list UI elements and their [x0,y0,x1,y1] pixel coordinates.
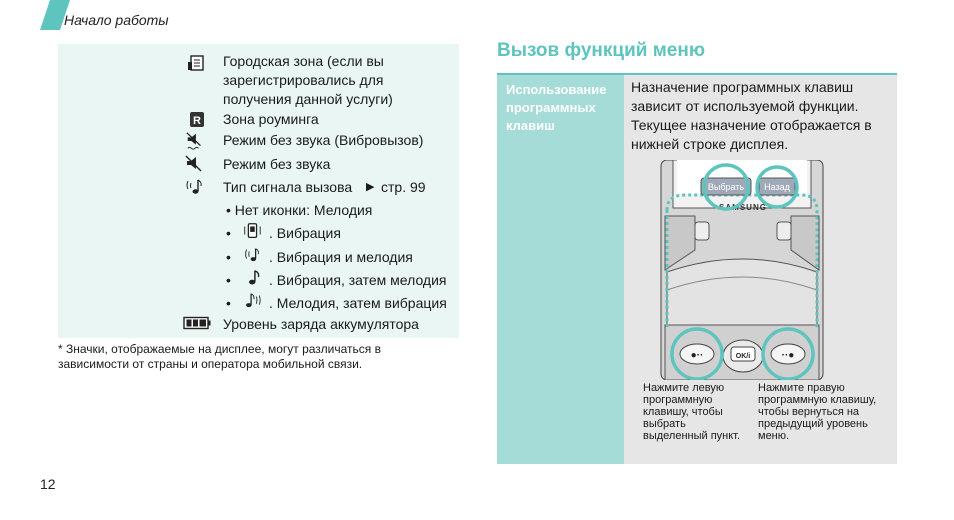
softkeys-description: Назначение программных клавиш зависит от… [631,79,872,152]
screen-right-softkey-label: Назад [764,182,791,192]
battery-label: Уровень заряда аккумулятора [223,316,419,332]
vibration-melody-label: . Вибрация и мелодия [269,249,413,265]
softkeys-row-label: Использование программных клавиш [506,82,607,133]
table-top-rule [497,73,897,75]
screen-left-softkey-label: Выбрать [708,182,745,192]
home-zone-icon [188,55,204,71]
ok-key-label: OK/i [736,353,750,360]
melody-then-vibration-label: . Мелодия, затем вибрация [269,295,447,311]
vibration-melody-icon [245,248,259,262]
silent-vibrate-label: Режим без звука (Вибровызов) [223,132,424,148]
vibration-icon [244,223,261,238]
call-alert-icon [186,179,202,194]
vibration-then-melody-icon [249,270,260,285]
silent-mute-label: Режим без звука [223,156,331,172]
header-section-title: Начало работы [64,12,169,28]
status-icons-panel [58,44,459,338]
battery-icon [183,316,211,330]
svg-text:R: R [193,115,201,127]
call-alert-label: Тип сигнала вызова [223,179,353,195]
roaming-icon: R [190,112,204,127]
bullet: • [226,272,231,288]
bullet: • [226,249,231,265]
phone-illustration: SAMSUNG OK/i ●·· ··● Выбрать Назад [660,160,824,380]
home-zone-label-line2: зарегистрировались для [223,72,384,88]
silent-mute-icon [185,155,202,172]
footnote: * Значки, отображаемые на дисплее, могут… [58,342,381,371]
vibration-then-melody-label: . Вибрация, затем мелодия [269,272,447,288]
table-label-column [497,75,624,464]
page-ref-arrow-icon: ▶ [366,181,375,193]
svg-text:··●: ··● [782,350,795,361]
silent-vibrate-icon [186,132,201,150]
menu-section-title: Вызов функций меню [497,40,706,61]
left-softkey-caption: Нажмите левую программную клавишу, чтобы… [643,382,741,442]
vibration-label: . Вибрация [269,225,341,241]
home-zone-label: Городская зона (если вы [223,53,384,69]
right-softkey-caption: Нажмите правую программную клавишу, чтоб… [758,382,877,442]
call-alert-page-ref: стр. 99 [381,179,426,195]
roaming-label: Зона роуминга [223,111,319,127]
brand-logo: SAMSUNG [719,203,767,212]
bullet: • [226,295,231,311]
no-icon-melody-item: • Нет иконки: Мелодия [226,202,373,218]
bullet: • [226,225,231,241]
melody-then-vibration-icon [246,293,261,308]
page-number: 12 [40,476,56,492]
header-accent-mark [40,0,70,30]
svg-text:●··: ●·· [691,350,704,361]
home-zone-label-line3: получения данной услуги) [223,91,393,107]
